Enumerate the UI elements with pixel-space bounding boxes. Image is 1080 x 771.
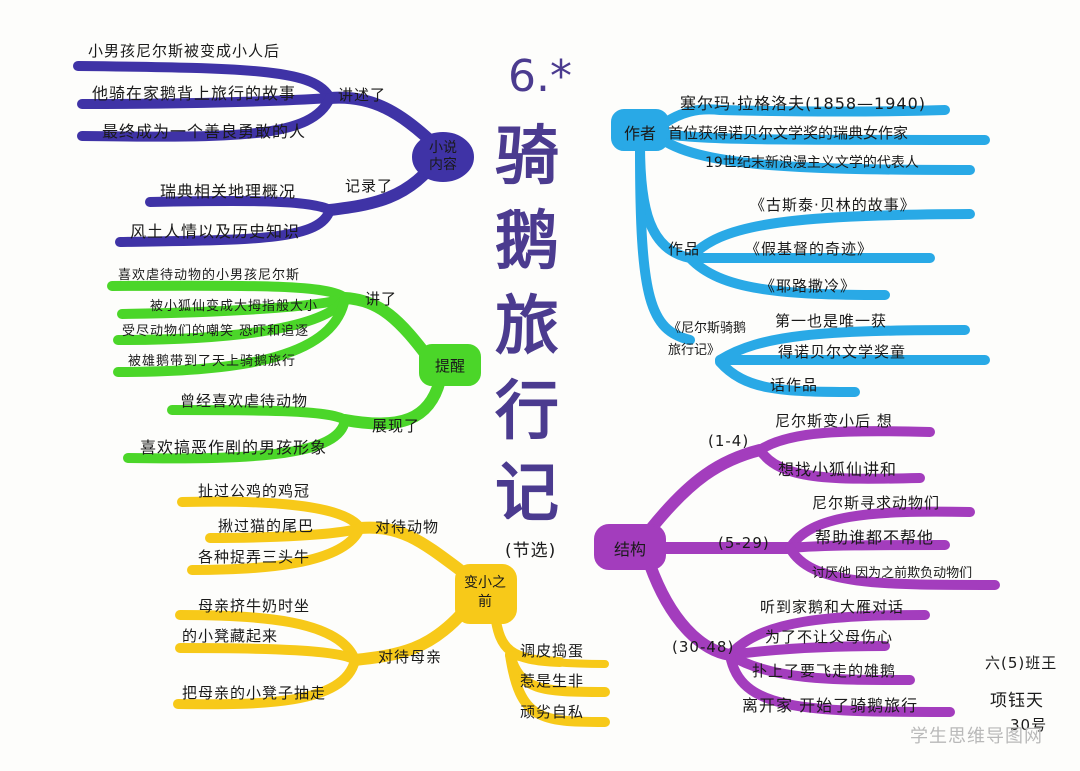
structure-part1-leaf-1: 尼尔斯变小后 想 [775,412,893,430]
title-note: (节选) [505,541,557,561]
novel-hub: 小说内容 [429,140,457,173]
structure-part2-leaf-2: 帮助谁都不帮他 [815,528,935,547]
structure-part2-leaf-1: 尼尔斯寻求动物们 [812,494,941,512]
tips-leaf-b1: 曾经喜欢虐待动物 [180,392,309,410]
lesson-number: 6.* [508,51,572,102]
novel-label-a: 讲述了 [338,86,387,104]
tips-leaf-a3: 受尽动物们的嘲笑 恐吓和追逐 [122,324,310,339]
title-char-5: 记 [495,456,559,531]
before-leaf-a3: 各种捉弄三头牛 [198,548,311,566]
author-work-2: 《假基督的奇迹》 [745,240,874,258]
structure-part2-leaf-3: 讨厌他 因为之前欺负动物们 [812,566,973,581]
structure-part3-leaf-3: 扑上了要飞走的雄鹅 [752,662,897,680]
before-branch-lines [173,496,610,727]
author-leaf-3: 19世纪末新浪漫主义文学的代表人 [705,155,919,171]
title-char-3: 旅 [495,289,559,364]
novel-leaf-a1: 小男孩尼尔斯被变成小人后 [88,42,281,60]
author-work-1: 《古斯泰·贝林的故事》 [750,196,916,214]
structure-part1-leaf-2: 想找小狐仙讲和 [778,460,898,479]
novel-leaf-b2: 风土人情以及历史知识 [130,222,301,241]
signature-name: 项钰天 [990,691,1044,711]
author-leaf-1: 塞尔玛·拉格洛夫(1858—1940) [680,94,927,113]
before-trait-2: 惹是生非 [520,672,585,690]
title-char-2: 鹅 [495,204,559,279]
author-works-label: 作品 [668,240,701,258]
author-leaf-2: 首位获得诺贝尔文学奖的瑞典女作家 [668,124,909,142]
title-char-4: 行 [495,374,559,449]
author-book-note-2: 得诺贝尔文学奖童 [778,343,907,361]
structure-part-2: (5-29) [718,534,770,552]
before-leaf-b2: 的小凳藏起来 [182,627,279,645]
before-label-b: 对待母亲 [378,648,443,666]
structure-part-1: (1-4) [708,432,750,450]
tips-leaf-b2: 喜欢搞恶作剧的男孩形象 [140,438,328,457]
before-leaf-a1: 扯过公鸡的鸡冠 [198,482,311,500]
author-hub: 作者 [623,124,656,143]
novel-leaf-b1: 瑞典相关地理概况 [160,182,297,201]
watermark: 学生思维导图网 [910,726,1043,747]
author-book-note-3: 话作品 [770,376,819,394]
novel-label-b: 记录了 [345,177,394,195]
tips-label-b: 展现了 [372,417,421,435]
before-leaf-b1: 母亲挤牛奶时坐 [198,597,311,615]
tips-hub: 提醒 [434,357,465,375]
tips-leaf-a4: 被雄鹅带到了天上骑鹅旅行 [128,354,297,369]
before-trait-3: 顽劣自私 [520,703,585,721]
before-leaf-a2: 揪过猫的尾巴 [218,517,315,535]
structure-branch-lines [594,426,1000,717]
structure-part-3: (30-48) [672,638,735,656]
before-hub: 变小之前 [464,575,506,610]
author-book-note-1: 第一也是唯一获 [775,312,888,330]
novel-leaf-a2: 他骑在家鹅背上旅行的故事 [92,84,297,103]
signature-class: 六(5)班王 [985,654,1058,672]
tips-label-a: 讲了 [365,290,398,308]
author-branch-lines [611,104,990,397]
before-trait-1: 调皮捣蛋 [520,642,585,660]
tips-leaf-a2: 被小狐仙变成大拇指般大小 [150,299,319,314]
tips-branch-lines [107,280,481,464]
structure-part3-leaf-2: 为了不让父母伤心 [765,628,894,646]
title-char-1: 骑 [495,119,559,194]
structure-hub: 结构 [613,540,646,559]
structure-part3-leaf-1: 听到家鹅和大雁对话 [760,598,905,616]
before-label-a: 对待动物 [375,518,440,536]
author-work-3: 《耶路撒冷》 [760,277,857,295]
before-leaf-b3: 把母亲的小凳子抽走 [182,684,327,702]
novel-branch-lines [73,61,474,247]
tips-leaf-a1: 喜欢虐待动物的小男孩尼尔斯 [118,268,301,283]
novel-leaf-a3: 最终成为一个善良勇敢的人 [102,122,307,141]
structure-part3-leaf-4: 离开家 开始了骑鹅旅行 [742,696,919,715]
author-book-label: 《尼尔斯骑鹅旅行记》 [668,321,747,358]
signature-number: 30号 [1010,716,1048,734]
